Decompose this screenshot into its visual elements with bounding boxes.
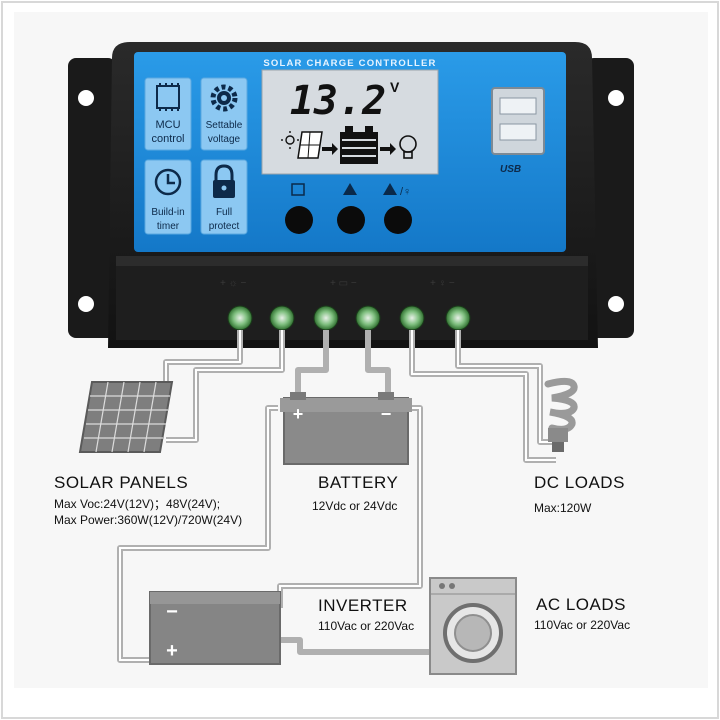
terminal-block-ridge [116, 256, 588, 266]
wire-battery-negative [365, 330, 391, 398]
plus-icon: + [166, 640, 178, 662]
feature-label: voltage [208, 134, 241, 145]
dc-loads-max: Max:120W [534, 501, 592, 515]
inverter-voltage: 110Vac or 220Vac [318, 619, 415, 633]
control-buttons: /♀ [285, 183, 412, 234]
washing-machine-illustration [429, 577, 517, 675]
solar-panels-title: SOLAR PANELS [54, 473, 189, 492]
chip-icon [156, 83, 180, 111]
feature-label: Build-in [151, 207, 184, 218]
usb-label: USB [500, 164, 521, 175]
lcd-display: 13.2 V [261, 69, 439, 175]
usb-port[interactable] [491, 87, 545, 155]
lcd-voltage-unit: V [390, 79, 400, 95]
menu-icon [291, 183, 305, 196]
cfl-bulb-illustration [544, 377, 578, 452]
mount-hole [608, 90, 624, 106]
lcd-voltage-value: 13.2 [290, 78, 386, 124]
wire-ac-load [280, 637, 430, 655]
arrow-icon [380, 143, 396, 155]
battery-title: BATTERY [318, 473, 399, 492]
mount-hole [78, 296, 94, 312]
terminal-solar-positive [227, 305, 253, 331]
inverter-illustration: − + [149, 591, 281, 665]
clock-icon [154, 168, 182, 196]
battery-icon [340, 126, 378, 164]
terminal-mark: + ♀ − [430, 278, 455, 289]
bulb-icon [399, 135, 417, 159]
solar-panel-illustration [78, 381, 174, 453]
lock-icon [213, 164, 235, 198]
terminal-load-positive [399, 305, 425, 331]
solar-panel-icon [297, 131, 323, 159]
mount-hole [78, 90, 94, 106]
sun-icon [281, 131, 299, 149]
battery-voltage: 12Vdc or 24Vdc [312, 499, 398, 513]
terminal-solar-negative [269, 305, 295, 331]
up-arrow-icon [343, 183, 357, 195]
left-flange [68, 58, 116, 338]
battery-illustration: + − [280, 392, 412, 465]
mount-hole [608, 296, 624, 312]
load-button[interactable] [384, 206, 412, 234]
up-load-icon [383, 183, 397, 195]
right-flange [586, 58, 634, 338]
terminal-mark: + ▭ − [330, 278, 357, 289]
up-button[interactable] [337, 206, 365, 234]
arrow-icon [322, 143, 338, 155]
terminal-battery-negative [355, 305, 381, 331]
feature-label: Full [216, 207, 232, 218]
feature-label: control [151, 133, 184, 145]
ac-loads-voltage: 110Vac or 220Vac [534, 618, 631, 632]
feature-tiles: MCU control Settable voltage Build-in ti… [144, 77, 248, 235]
controller-header: SOLAR CHARGE CONTROLLER [263, 58, 436, 69]
load-bulb-icon: /♀ [400, 186, 411, 198]
minus-icon: − [381, 404, 392, 424]
solar-panels-voc: Max Voc:24V(12V)；48V(24V); [54, 497, 221, 511]
dc-loads-title: DC LOADS [534, 473, 625, 492]
terminal-battery-positive [313, 305, 339, 331]
menu-button[interactable] [285, 206, 313, 234]
ac-loads-title: AC LOADS [536, 595, 626, 614]
terminal-block [116, 256, 588, 340]
inverter-title: INVERTER [318, 596, 408, 615]
minus-icon: − [166, 601, 178, 623]
terminals [227, 305, 471, 331]
terminal-mark: + ☼ − [220, 278, 247, 289]
feature-label: timer [157, 221, 180, 232]
solar-panels-power: Max Power:360W(12V)/720W(24V) [54, 513, 243, 527]
gear-icon [210, 84, 238, 112]
wire-battery-positive [295, 330, 329, 398]
terminal-load-negative [445, 305, 471, 331]
feature-label: Settable [206, 120, 243, 131]
feature-label: MCU [155, 119, 180, 131]
feature-label: protect [209, 221, 240, 232]
plus-icon: + [293, 404, 304, 424]
